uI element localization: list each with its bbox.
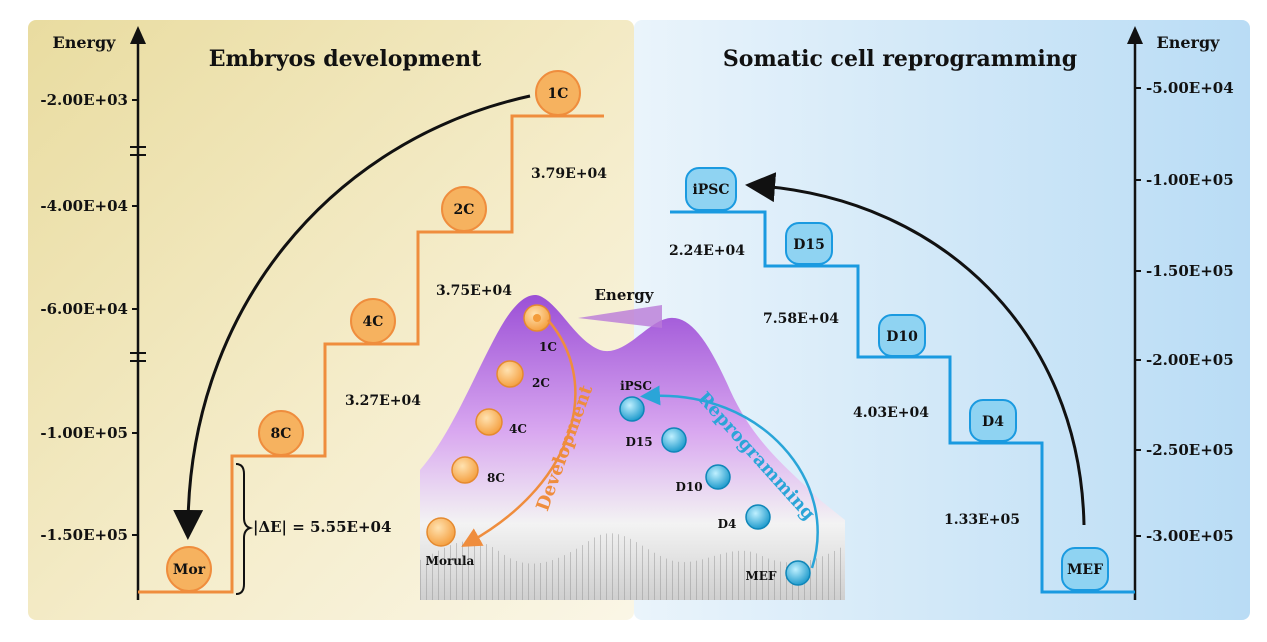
svg-text:MEF: MEF bbox=[1067, 562, 1103, 578]
right-tick-label: -2.00E+05 bbox=[1146, 351, 1234, 369]
svg-text:D4: D4 bbox=[982, 414, 1004, 430]
step-energy-label: 1.33E+05 bbox=[944, 512, 1020, 528]
stage-node-d4: D4 bbox=[969, 399, 1017, 442]
dev-stage-label: 1C bbox=[539, 340, 557, 354]
left-tick-label: -4.00E+04 bbox=[40, 197, 128, 215]
stage-node-d15: D15 bbox=[785, 222, 833, 265]
svg-text:1C: 1C bbox=[548, 86, 569, 102]
stage-node-d10: D10 bbox=[878, 314, 926, 357]
rep-ball-ipsc bbox=[619, 396, 645, 422]
dev-stage-label: 4C bbox=[509, 422, 527, 436]
step-energy-label: 3.27E+04 bbox=[345, 393, 421, 409]
left-tick-label: -1.00E+05 bbox=[40, 424, 128, 442]
right-axis-label: Energy bbox=[1157, 33, 1221, 52]
left-staircase bbox=[138, 114, 604, 594]
delta-brace bbox=[235, 463, 254, 595]
dev-stage-label: 2C bbox=[532, 376, 550, 390]
svg-text:D10: D10 bbox=[886, 329, 918, 345]
rep-ball-d4 bbox=[745, 504, 771, 530]
dev-stage-label: 8C bbox=[487, 471, 505, 485]
reprogramming-curve-arrow bbox=[640, 385, 819, 569]
rep-stage-label: D15 bbox=[625, 435, 652, 449]
rep-stage-label: iPSC bbox=[620, 379, 652, 393]
svg-text:2C: 2C bbox=[454, 202, 475, 218]
svg-text:D15: D15 bbox=[793, 237, 825, 253]
dev-ball-8c bbox=[451, 456, 479, 484]
stage-node-ipsc: iPSC bbox=[685, 167, 737, 211]
step-energy-label: 3.79E+04 bbox=[531, 166, 607, 182]
rep-ball-d10 bbox=[705, 464, 731, 490]
stage-node-1c: 1C bbox=[535, 70, 581, 116]
delta-energy-label: |ΔE| = 5.55E+04 bbox=[253, 518, 391, 536]
dev-ball-2c bbox=[496, 360, 524, 388]
right-tick-label: -2.50E+05 bbox=[1146, 441, 1234, 459]
right-axis: Energy -5.00E+04 -1.00E+05 -1.50E+05 -2.… bbox=[1127, 26, 1234, 600]
stage-node-mor: Mor bbox=[166, 546, 212, 592]
svg-text:8C: 8C bbox=[271, 426, 292, 442]
energy-landscape: Energy bbox=[420, 286, 845, 600]
rep-stage-label: D4 bbox=[718, 517, 737, 531]
rep-ball-d15 bbox=[661, 427, 687, 453]
right-title: Somatic cell reprogramming bbox=[723, 46, 1077, 72]
rep-stage-label: MEF bbox=[746, 569, 777, 583]
stage-node-4c: 4C bbox=[350, 298, 396, 344]
left-tick-label: -2.00E+03 bbox=[40, 91, 128, 109]
stage-node-mef: MEF bbox=[1061, 547, 1109, 591]
right-tick-label: -1.00E+05 bbox=[1146, 171, 1234, 189]
right-transition-arrow bbox=[745, 172, 1086, 526]
dev-ball-core bbox=[533, 314, 541, 322]
rep-ball-mef bbox=[785, 560, 811, 586]
development-curve-arrow bbox=[461, 319, 577, 547]
step-energy-label: 3.75E+04 bbox=[436, 283, 512, 299]
right-tick-label: -1.50E+05 bbox=[1146, 262, 1234, 280]
rep-stage-label: D10 bbox=[675, 480, 702, 494]
svg-text:4C: 4C bbox=[363, 314, 384, 330]
dev-ball-4c bbox=[475, 408, 503, 436]
left-tick-label: -1.50E+05 bbox=[40, 526, 128, 544]
left-transition-arrow bbox=[173, 94, 531, 540]
svg-text:iPSC: iPSC bbox=[692, 182, 729, 198]
left-tick-label: -6.00E+04 bbox=[40, 300, 128, 318]
right-tick-label: -3.00E+05 bbox=[1146, 527, 1234, 545]
stage-node-2c: 2C bbox=[441, 186, 487, 232]
stage-node-8c: 8C bbox=[258, 410, 304, 456]
left-axis: Energy -2.00E+03 -4.00E+04 -6.00E+04 -1.… bbox=[40, 26, 146, 600]
dev-ball-morula bbox=[426, 517, 456, 547]
step-energy-label: 4.03E+04 bbox=[853, 405, 929, 421]
landscape-energy-label: Energy bbox=[595, 286, 655, 304]
step-energy-label: 7.58E+04 bbox=[763, 311, 839, 327]
dev-stage-label: Morula bbox=[426, 554, 475, 568]
step-energy-label: 2.24E+04 bbox=[669, 243, 745, 259]
right-tick-label: -5.00E+04 bbox=[1146, 79, 1234, 97]
left-axis-label: Energy bbox=[53, 33, 117, 52]
left-title: Embryos development bbox=[209, 46, 482, 72]
svg-text:Mor: Mor bbox=[173, 562, 206, 578]
